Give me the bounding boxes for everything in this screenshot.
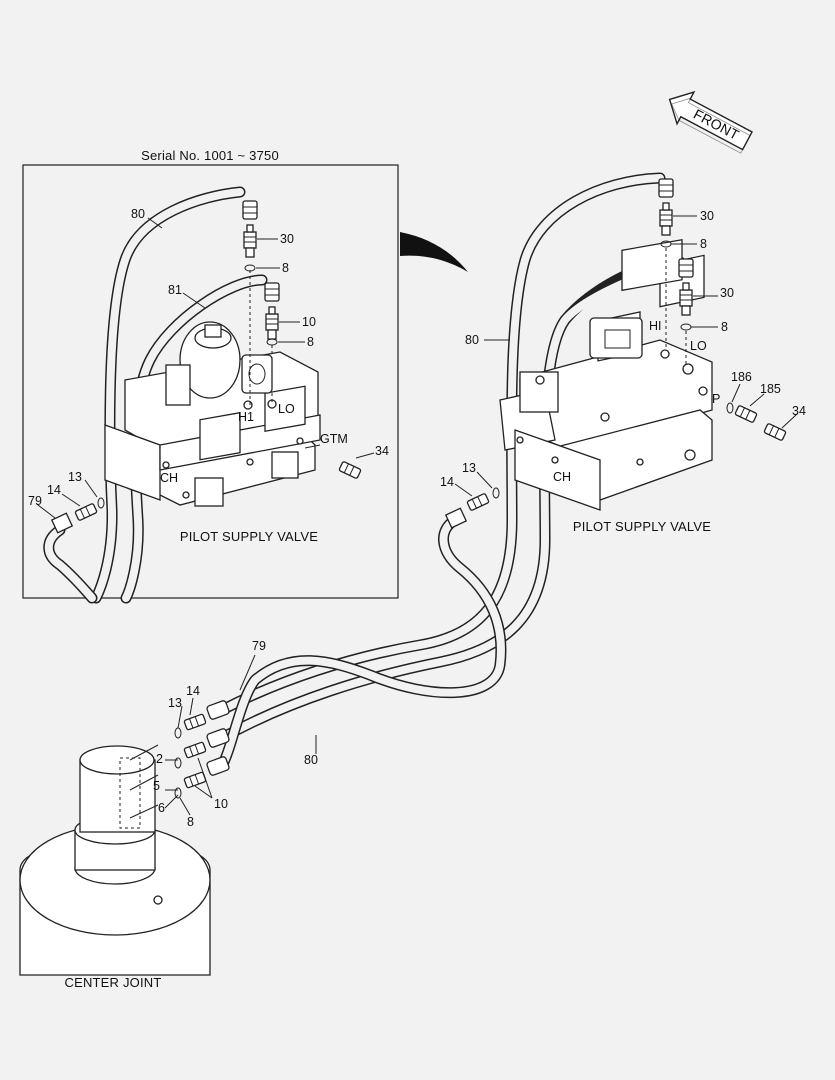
inset-callout-8b: 8 — [307, 335, 314, 349]
main-callout-8b: 8 — [721, 320, 728, 334]
inset-nut-79 — [50, 512, 74, 534]
main-callout-30a: 30 — [700, 209, 714, 223]
main-callout-13: 13 — [462, 461, 476, 475]
main-callout-34: 34 — [792, 404, 806, 418]
inset-fitting-14 — [74, 502, 98, 522]
inset-fitting-10 — [265, 306, 279, 340]
main-callout-80: 80 — [465, 333, 479, 347]
main-fitting-185 — [734, 404, 758, 424]
inset-port-ch: CH — [160, 471, 178, 485]
reference-arrow — [400, 232, 468, 272]
inset-port-gtm: GTM — [320, 432, 348, 446]
main-callout-14b: 14 — [186, 684, 200, 698]
main-callout-14: 14 — [440, 475, 454, 489]
main-valve-caption: PILOT SUPPLY VALVE — [573, 519, 711, 534]
main-port-ch: CH — [553, 470, 571, 484]
main-fitting-34 — [763, 422, 787, 442]
joint-hose-ends — [174, 700, 230, 799]
main-callout-80b: 80 — [304, 753, 318, 767]
inset-oring-13 — [97, 497, 105, 509]
inset-elbow-81 — [264, 282, 280, 302]
main-callout-10: 10 — [214, 797, 228, 811]
inset-callout-30: 30 — [280, 232, 294, 246]
inset-hose-80 — [90, 186, 246, 604]
inset-callout-14: 14 — [47, 483, 61, 497]
main-callout-185: 185 — [760, 382, 781, 396]
main-oring-186 — [726, 402, 734, 414]
main-hose-80 — [216, 172, 666, 716]
main-callout-30b: 30 — [720, 286, 734, 300]
inset-callout-81: 81 — [168, 283, 182, 297]
center-joint-caption: CENTER JOINT — [64, 975, 161, 990]
main-port-lo: LO — [690, 339, 707, 353]
inset-oring-8b — [266, 338, 278, 346]
main-callout-13b: 13 — [168, 696, 182, 710]
main-callout-5: 5 — [153, 779, 160, 793]
inset-panel: Serial No. 1001 ~ 3750 PILOT SUPPLY VALV… — [22, 148, 399, 604]
inset-port-h1: H1 — [238, 410, 254, 424]
inset-valve-block — [104, 321, 321, 507]
main-fitting-30a — [659, 202, 673, 236]
inset-callout-10: 10 — [302, 315, 316, 329]
inset-valve-caption: PILOT SUPPLY VALVE — [180, 529, 318, 544]
main-oring-13 — [492, 487, 500, 499]
inset-callout-80: 80 — [131, 207, 145, 221]
main-callout-186: 186 — [731, 370, 752, 384]
main-callout-8a: 8 — [700, 237, 707, 251]
main-callout-6: 6 — [158, 801, 165, 815]
main-callout-79: 79 — [252, 639, 266, 653]
main-elbow-80 — [658, 178, 674, 198]
inset-callout-13: 13 — [68, 470, 82, 484]
main-oring-8b — [680, 323, 692, 331]
main-port-hi: HI — [649, 319, 662, 333]
inset-fitting-34 — [338, 460, 362, 480]
main-callout-2: 2 — [156, 752, 163, 766]
inset-hose-79 — [43, 524, 98, 604]
inset-elbow-80 — [242, 200, 258, 220]
front-direction-arrow: FRONT — [668, 90, 753, 154]
inset-port-lo: LO — [278, 402, 295, 416]
serial-number-label: Serial No. 1001 ~ 3750 — [141, 148, 279, 163]
main-port-p: P — [712, 392, 720, 406]
main-callout-8c: 8 — [187, 815, 194, 829]
inset-callout-8a: 8 — [282, 261, 289, 275]
main-hose-79 — [216, 514, 507, 772]
inset-callout-34: 34 — [375, 444, 389, 458]
main-fitting-14 — [466, 492, 490, 512]
main-valve-block — [499, 238, 713, 511]
main-elbow-81 — [678, 258, 694, 278]
inset-callout-79: 79 — [28, 494, 42, 508]
inset-border — [22, 164, 399, 599]
inset-fitting-30 — [243, 224, 257, 258]
main-hose-81 — [216, 256, 686, 744]
main-nut-79 — [444, 507, 468, 529]
center-joint — [19, 745, 211, 976]
